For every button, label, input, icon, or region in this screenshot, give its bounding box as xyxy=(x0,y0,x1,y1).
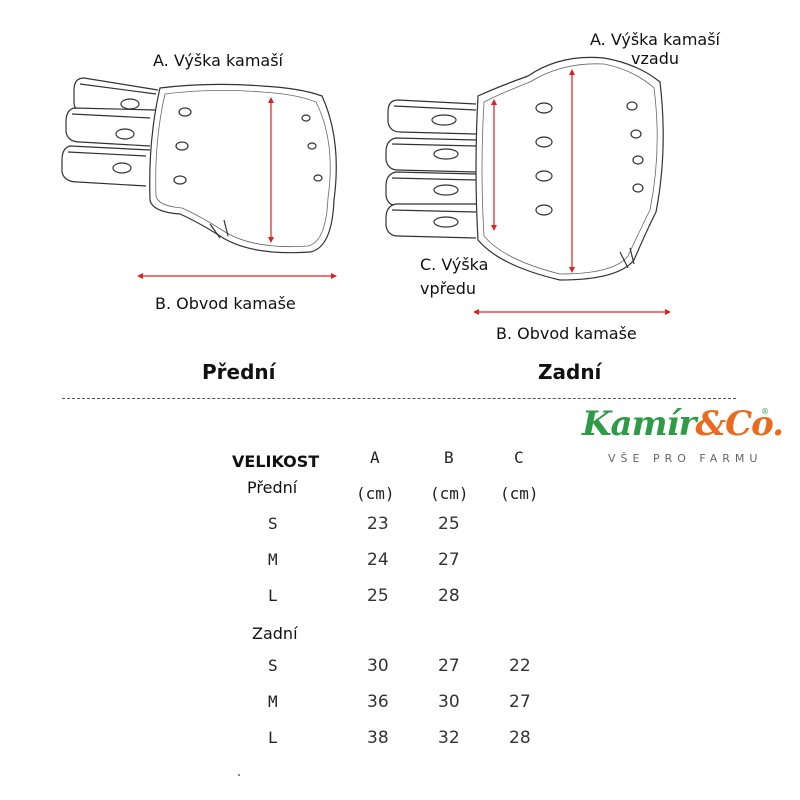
section-divider xyxy=(62,398,736,399)
table-cell-size: L xyxy=(268,586,278,605)
back-boot-body xyxy=(475,56,664,281)
table-cell-b: 32 xyxy=(438,728,460,748)
table-cell-size: L xyxy=(268,728,278,747)
back-label-height-rear-line2: vzadu xyxy=(631,49,679,68)
table-cell-a: 25 xyxy=(367,586,389,606)
table-cell-b: 25 xyxy=(438,514,460,534)
back-label-height-front: C. Výška vpředu xyxy=(420,253,488,301)
table-cell-size: S xyxy=(268,656,278,675)
table-cell-size: S xyxy=(268,514,278,533)
table-cell-b: 30 xyxy=(438,692,460,712)
table-col-a-unit: (cm) xyxy=(356,484,395,503)
table-col-b-unit: (cm) xyxy=(430,484,469,503)
back-label-height-rear: A. Výška kamaší vzadu xyxy=(590,30,720,68)
back-label-height-rear-line1: A. Výška kamaší xyxy=(590,30,720,49)
front-label-girth: B. Obvod kamaše xyxy=(155,294,296,313)
front-boot-straps xyxy=(61,77,159,187)
table-cell-b: 27 xyxy=(438,550,460,570)
table-col-b-header: B xyxy=(444,448,454,467)
logo-registered-mark: ® xyxy=(761,407,769,416)
table-cell-size: M xyxy=(268,692,278,711)
table-col-c-unit: (cm) xyxy=(500,484,539,503)
front-boot-body xyxy=(149,83,337,254)
table-cell-b: 28 xyxy=(438,586,460,606)
table-cell-c: 27 xyxy=(509,692,531,712)
table-cell-a: 30 xyxy=(367,656,389,676)
brand-logo: Kamír&Co. ® VŠE PRO FARMU xyxy=(580,404,784,468)
logo-wordmark: Kamír&Co. xyxy=(582,404,784,444)
table-size-header: VELIKOST xyxy=(232,452,320,471)
table-group-front: Přední xyxy=(247,478,298,497)
table-cell-a: 36 xyxy=(367,692,389,712)
back-label-height-front-line2: vpředu xyxy=(420,279,476,298)
table-col-a-header: A xyxy=(370,448,380,467)
table-col-c-header: C xyxy=(514,448,524,467)
heading-back: Zadní xyxy=(538,360,602,384)
logo-tagline: VŠE PRO FARMU xyxy=(608,452,763,465)
front-label-height: A. Výška kamaší xyxy=(153,51,283,70)
back-boot-straps xyxy=(385,99,477,239)
table-cell-a: 38 xyxy=(367,728,389,748)
stray-dot xyxy=(238,774,240,776)
logo-name-amp: &Co. xyxy=(695,404,784,444)
back-label-height-front-line1: C. Výška xyxy=(420,255,489,274)
table-cell-a: 24 xyxy=(367,550,389,570)
logo-name-main: Kamír xyxy=(582,404,696,444)
table-cell-c: 22 xyxy=(509,656,531,676)
table-cell-c: 28 xyxy=(509,728,531,748)
heading-front: Přední xyxy=(202,360,276,384)
table-cell-b: 27 xyxy=(438,656,460,676)
table-cell-size: M xyxy=(268,550,278,569)
table-cell-a: 23 xyxy=(367,514,389,534)
table-group-back: Zadní xyxy=(252,624,298,643)
back-label-girth: B. Obvod kamaše xyxy=(496,324,637,343)
